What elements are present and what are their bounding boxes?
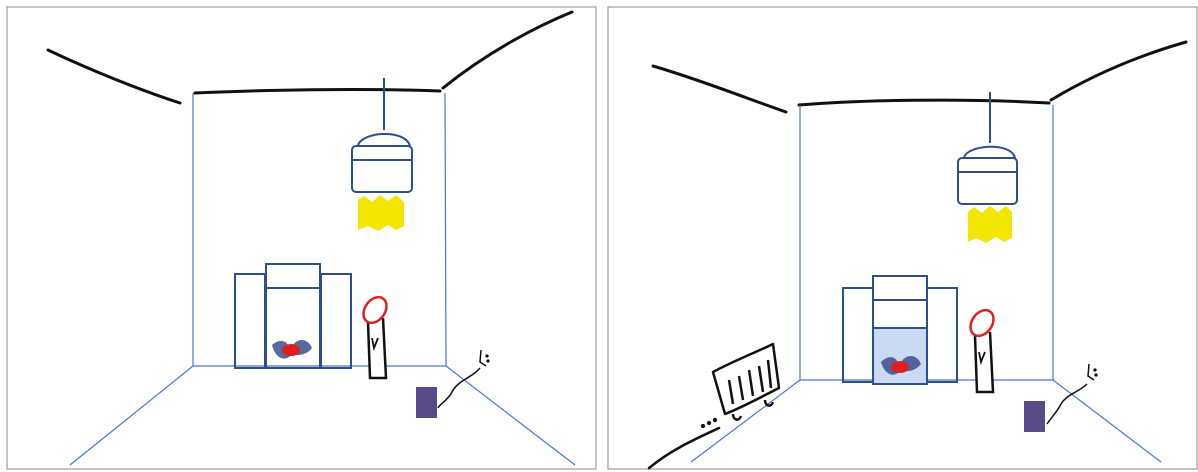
lamp-light: [968, 206, 1012, 243]
purple-box: [1024, 401, 1045, 432]
ceiling-line-back: [193, 88, 442, 95]
standing-lamp: [362, 295, 388, 380]
wall-socket: [437, 349, 490, 409]
radiator-heater: [711, 342, 781, 421]
standing-lamp: [969, 308, 995, 394]
heater-cord: [647, 417, 721, 470]
lamp-light: [358, 195, 404, 231]
scene-left: [6, 6, 597, 470]
flower: [272, 340, 312, 359]
cabinet: [234, 263, 352, 369]
hanging-lamp: [351, 78, 413, 193]
panel-frame: [607, 6, 1198, 470]
glass-cover: [872, 327, 928, 385]
panel-frame: [6, 6, 597, 470]
panel-right: [601, 0, 1198, 472]
ceiling-line-back: [797, 98, 1051, 107]
flower: [881, 356, 921, 375]
ceiling-line-left: [46, 48, 182, 105]
panel-left: [0, 0, 597, 472]
scene-right: [607, 6, 1198, 470]
hanging-lamp: [957, 92, 1018, 205]
purple-box: [416, 387, 437, 418]
ceiling-line-right: [441, 10, 574, 90]
ceiling-line-left: [651, 64, 788, 114]
ceiling-line-right: [1049, 40, 1188, 102]
wall-socket: [1046, 363, 1098, 425]
